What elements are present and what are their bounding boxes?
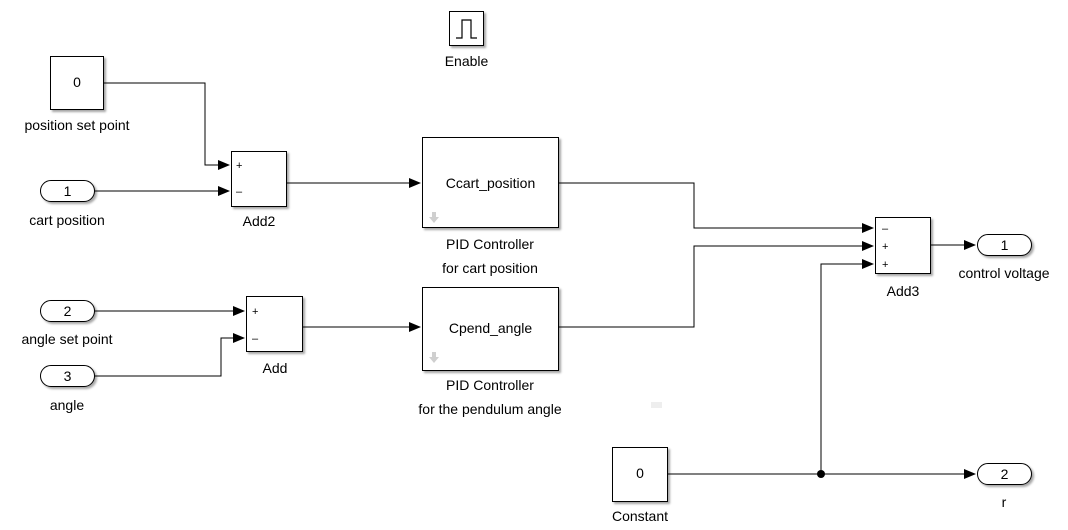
add2-sum-block[interactable]: + – <box>231 151 287 207</box>
inport-cart-position[interactable]: 1 <box>40 180 95 202</box>
outport-control-voltage[interactable]: 1 <box>977 234 1032 256</box>
enable-label: Enable <box>444 53 489 69</box>
pid-cart-caption-2: for cart position <box>442 260 538 276</box>
ccart-position-name: Ccart_position <box>445 175 536 191</box>
arrow-down-icon <box>429 212 439 223</box>
wire-branch-to-add3 <box>820 259 874 474</box>
pid-cart-caption-1: PID Controller <box>446 236 534 252</box>
angle-label: angle <box>49 397 85 413</box>
wire-cpend-to-add3 <box>559 241 874 328</box>
add3-sign-plus-2: + <box>882 259 889 271</box>
pid-pend-caption-2: for the pendulum angle <box>418 401 562 417</box>
angle-set-point-label: angle set point <box>21 331 113 347</box>
pid-controller-cart-block[interactable]: Ccart_position <box>422 137 559 228</box>
position-set-point-value: 0 <box>73 74 81 90</box>
add-sign-minus: – <box>252 333 259 345</box>
constant-label: Constant <box>611 508 669 524</box>
r-label: r <box>1001 494 1007 510</box>
constant-block[interactable]: 0 <box>612 447 668 502</box>
wire-angle-to-add <box>95 333 245 377</box>
inport-angle-set-point[interactable]: 2 <box>40 300 95 322</box>
inport-angle[interactable]: 3 <box>40 365 95 387</box>
wire-setpoint-to-add2 <box>104 82 230 170</box>
add2-label: Add2 <box>242 213 276 229</box>
wire-ccart-to-add3 <box>559 182 874 233</box>
pid-controller-pendulum-block[interactable]: Cpend_angle <box>422 287 559 371</box>
cpend-angle-name: Cpend_angle <box>448 320 533 336</box>
add3-sum-block[interactable]: – + + <box>875 217 931 274</box>
arrow-down-icon <box>429 352 439 363</box>
add3-label: Add3 <box>886 283 920 299</box>
control-voltage-label: control voltage <box>958 265 1050 281</box>
position-set-point-label: position set point <box>24 117 130 133</box>
branch-point <box>817 470 825 478</box>
add-label: Add <box>262 360 288 376</box>
position-set-point-constant[interactable]: 0 <box>50 56 104 110</box>
faint-marker <box>651 402 662 408</box>
cart-position-label: cart position <box>29 212 105 228</box>
add2-sign-plus: + <box>236 160 243 172</box>
add-sign-plus: + <box>252 306 259 318</box>
constant-value: 0 <box>636 465 644 481</box>
enable-block[interactable] <box>449 11 484 46</box>
add3-sign-plus-1: + <box>882 241 889 253</box>
add3-sign-minus: – <box>882 223 889 235</box>
outport-r[interactable]: 2 <box>977 463 1032 485</box>
add-sum-block[interactable]: + – <box>246 296 303 352</box>
add2-sign-minus: – <box>236 186 243 198</box>
pid-pend-caption-1: PID Controller <box>446 377 534 393</box>
pulse-icon <box>456 19 477 39</box>
